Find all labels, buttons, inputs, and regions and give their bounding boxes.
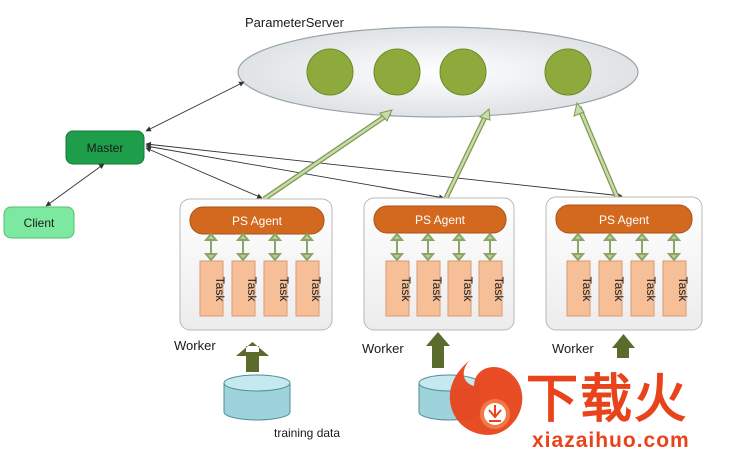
control-connections: [45, 81, 623, 207]
agent-task-arrows: [203, 232, 315, 262]
worker-label: Worker: [174, 338, 216, 353]
ps-node: [373, 48, 421, 96]
agent-task-arrows: [570, 232, 682, 262]
master-node[interactable]: Master: [65, 130, 145, 165]
master-worker3-arrow: [145, 141, 623, 199]
training-data-label: training data: [274, 426, 340, 440]
task-label: Task: [245, 277, 259, 303]
task-box: [630, 260, 655, 317]
task-label: Task: [612, 277, 626, 303]
task-label: Task: [399, 277, 413, 303]
task-box: [416, 260, 441, 317]
data-input-arrow: [236, 342, 269, 356]
worker-label: Worker: [552, 341, 594, 356]
ps-agent: [373, 205, 507, 234]
task-label: Task: [461, 277, 475, 303]
watermark-domain-text: xiazaihuo.com: [532, 429, 690, 452]
parameter-server: [237, 26, 639, 118]
task-label: Task: [430, 277, 444, 303]
task-box: [199, 260, 224, 317]
data-input-arrow-shaft: [617, 348, 629, 358]
task-box: [598, 260, 623, 317]
task-box: [263, 260, 288, 317]
data-input-arrow-shaft: [432, 346, 444, 368]
watermark-chinese-text: 下载火: [526, 370, 688, 430]
data-input-arrow: [426, 332, 450, 346]
task-label: Task: [277, 277, 291, 303]
task-box: [478, 260, 503, 317]
task-box: [566, 260, 591, 317]
task-label: Task: [213, 277, 227, 303]
task-label: Task: [580, 277, 594, 303]
ps-node: [306, 48, 354, 96]
master-ps-arrow: [145, 81, 245, 132]
task-box: [662, 260, 687, 317]
data-input-arrow: [612, 334, 635, 348]
data-input-arrow-shaft: [246, 352, 259, 372]
task-label: Task: [492, 277, 506, 303]
task-box: [295, 260, 320, 317]
ps-agent: [189, 206, 325, 235]
task-label: Task: [676, 277, 690, 303]
watermark-logo: [449, 360, 523, 435]
task-label: Task: [309, 277, 323, 303]
worker-box: PS Agent Task Task Task Task: [363, 197, 515, 331]
worker-box: PS Agent Task Task Task Task: [179, 198, 333, 331]
master-worker1-arrow: [145, 147, 263, 199]
ps-agent-label: PS Agent: [415, 213, 466, 227]
task-box: [385, 260, 410, 317]
ps-agent-label: PS Agent: [232, 214, 283, 228]
ps-node: [544, 48, 592, 96]
input-arrows: [236, 332, 635, 372]
agent-task-arrows: [389, 232, 498, 262]
client-label: Client: [24, 216, 55, 230]
worker-label: Worker: [362, 341, 404, 356]
client-node[interactable]: Client: [3, 206, 75, 239]
master-label: Master: [87, 141, 124, 155]
ps-agent-label: PS Agent: [599, 213, 650, 227]
task-box: [447, 260, 472, 317]
database-cylinder: [223, 374, 291, 421]
ps-agent: [555, 204, 693, 234]
ps-agent-connections: [262, 101, 620, 202]
parameter-server-label: ParameterServer: [245, 15, 345, 30]
worker-box: PS Agent Task Task Task Task: [545, 196, 703, 331]
task-label: Task: [644, 277, 658, 303]
task-box: [231, 260, 256, 317]
client-master-arrow: [45, 163, 105, 207]
ps-node: [439, 48, 487, 96]
